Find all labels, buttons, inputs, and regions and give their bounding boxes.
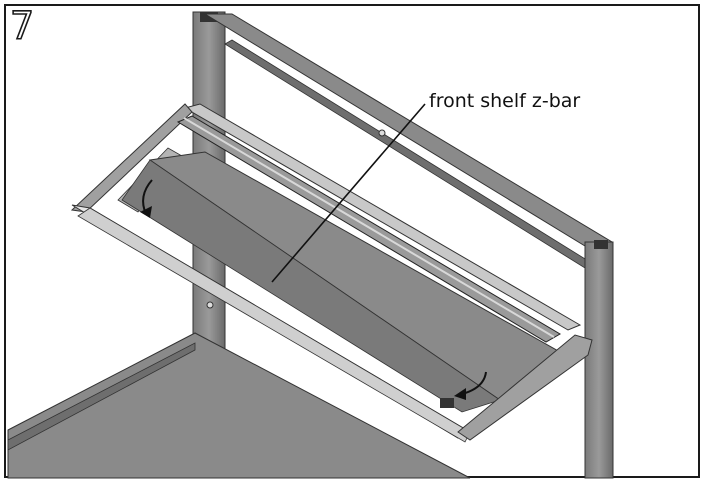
callout-label-front-shelf-z-bar: front shelf z-bar [429, 90, 581, 112]
right-upright-post [584, 240, 614, 479]
rotation-arrow-left [140, 179, 153, 218]
shelf-back-rail [183, 103, 582, 331]
front-shelf-z-bar [176, 115, 561, 343]
worksurface [7, 332, 471, 479]
step-number: 7 [9, 4, 35, 48]
rotation-arrow-right [454, 371, 487, 400]
right-shelf-bracket [440, 334, 593, 441]
callout-leader-line [271, 103, 426, 283]
